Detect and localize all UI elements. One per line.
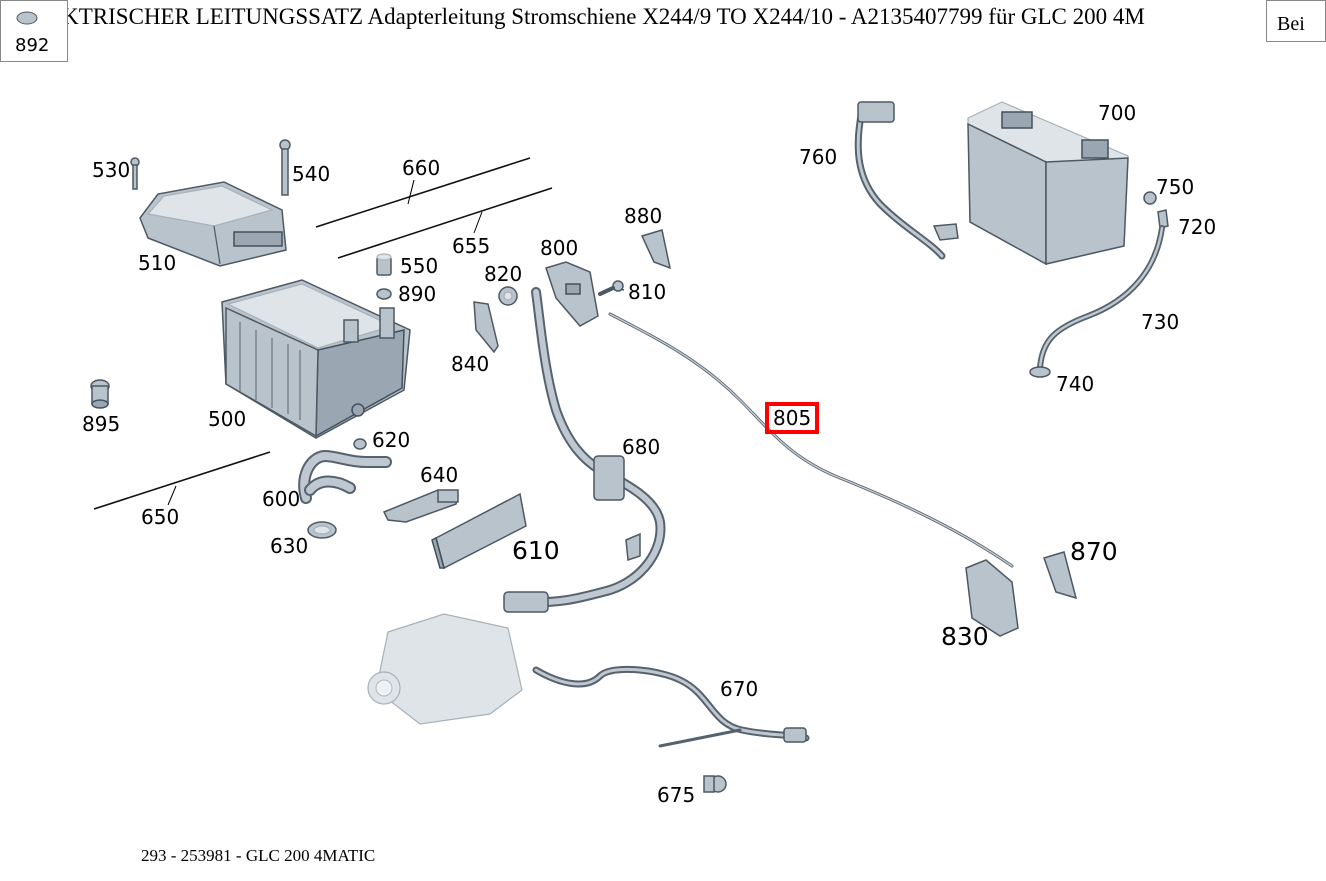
label-805-highlighted[interactable]: 805 bbox=[764, 402, 820, 434]
corner-tag: Bei bbox=[1277, 13, 1305, 35]
label-880[interactable]: 880 bbox=[624, 204, 663, 228]
leader-lines bbox=[93, 157, 625, 510]
label-600[interactable]: 600 bbox=[262, 487, 301, 511]
part-730-cable bbox=[1037, 225, 1165, 371]
part-670-harness bbox=[532, 665, 810, 748]
label-675[interactable]: 675 bbox=[657, 783, 696, 807]
thumbnail-892[interactable]: 892 bbox=[0, 0, 68, 62]
label-820[interactable]: 820 bbox=[484, 262, 523, 286]
part-890-plug bbox=[376, 288, 392, 300]
label-680[interactable]: 680 bbox=[622, 435, 661, 459]
label-830[interactable]: 830 bbox=[941, 622, 989, 651]
label-550[interactable]: 550 bbox=[400, 254, 439, 278]
label-840[interactable]: 840 bbox=[451, 352, 490, 376]
part-800-fuse-box bbox=[545, 261, 599, 327]
part-thumbnail-icon bbox=[16, 11, 38, 25]
label-750[interactable]: 750 bbox=[1156, 175, 1195, 199]
alternator-reference bbox=[367, 613, 523, 725]
part-500-battery-module bbox=[221, 279, 411, 439]
corner-tag-box[interactable]: Bei bbox=[1266, 0, 1326, 42]
part-540-bolt bbox=[279, 139, 291, 196]
part-870-bracket bbox=[1043, 551, 1078, 600]
label-540[interactable]: 540 bbox=[292, 162, 331, 186]
label-630[interactable]: 630 bbox=[270, 534, 309, 558]
label-890[interactable]: 890 bbox=[398, 282, 437, 306]
label-610[interactable]: 610 bbox=[512, 536, 560, 565]
part-530-bolt bbox=[130, 157, 140, 190]
part-810-bolt bbox=[598, 280, 624, 296]
label-500[interactable]: 500 bbox=[208, 407, 247, 431]
label-760[interactable]: 760 bbox=[799, 145, 838, 169]
label-800[interactable]: 800 bbox=[540, 236, 579, 260]
label-670[interactable]: 670 bbox=[720, 677, 759, 701]
label-650[interactable]: 650 bbox=[141, 505, 180, 529]
part-805-adapter-cable bbox=[608, 312, 1014, 568]
part-740-eyelet bbox=[1029, 366, 1051, 378]
label-640[interactable]: 640 bbox=[420, 463, 459, 487]
part-895-grommet bbox=[90, 379, 110, 409]
thumbnail-number: 892 bbox=[15, 35, 50, 56]
part-700-battery bbox=[967, 101, 1129, 266]
part-510-control-unit bbox=[139, 181, 287, 267]
part-550-cap bbox=[376, 253, 392, 276]
part-720-terminal bbox=[1157, 209, 1169, 229]
part-820-nut bbox=[498, 286, 518, 306]
label-810[interactable]: 810 bbox=[628, 280, 667, 304]
label-895[interactable]: 895 bbox=[82, 412, 121, 436]
label-720[interactable]: 720 bbox=[1178, 215, 1217, 239]
part-610-cover bbox=[431, 492, 527, 570]
label-740[interactable]: 740 bbox=[1056, 372, 1095, 396]
label-510[interactable]: 510 bbox=[138, 251, 177, 275]
part-675-bolt bbox=[703, 775, 727, 793]
label-730[interactable]: 730 bbox=[1141, 310, 1180, 334]
part-830-fuse-box bbox=[965, 559, 1019, 637]
label-660[interactable]: 660 bbox=[402, 156, 441, 180]
footer-caption: 293 - 253981 - GLC 200 4MATIC bbox=[141, 846, 376, 865]
part-760-ground-cable bbox=[854, 101, 959, 260]
part-620-nipple bbox=[353, 438, 367, 450]
label-620[interactable]: 620 bbox=[372, 428, 411, 452]
part-630-seal bbox=[307, 521, 337, 539]
label-530[interactable]: 530 bbox=[92, 158, 131, 182]
label-655[interactable]: 655 bbox=[452, 234, 491, 258]
label-700[interactable]: 700 bbox=[1098, 101, 1137, 125]
label-870[interactable]: 870 bbox=[1070, 537, 1118, 566]
page-title: ELEKTRISCHER LEITUNGSSATZ Adapterleitung… bbox=[20, 4, 1145, 29]
part-840-bracket bbox=[473, 301, 499, 354]
part-680-battery-cable bbox=[503, 287, 666, 613]
part-750-nut bbox=[1143, 191, 1157, 205]
part-600-coolant-hose bbox=[298, 450, 392, 504]
part-640-bracket bbox=[382, 489, 459, 523]
part-880-bracket bbox=[640, 229, 672, 270]
